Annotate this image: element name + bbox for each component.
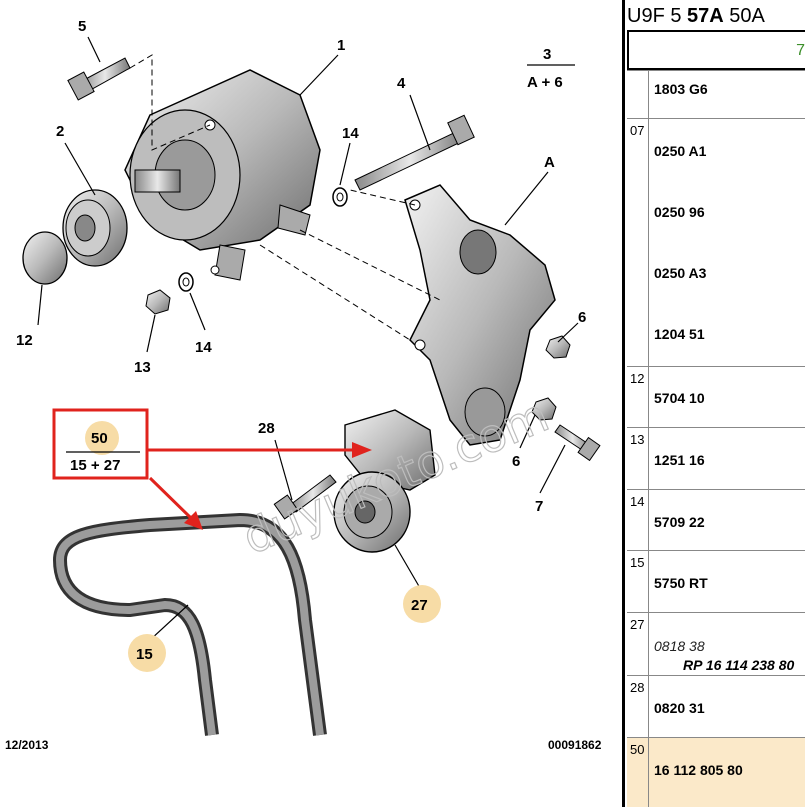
row-number	[627, 71, 649, 118]
parts-list-panel: U9F 5 57A 50A 7 1803 G6 07 0250 A1 0250 …	[622, 0, 805, 807]
alternator[interactable]	[124, 69, 321, 281]
poly-v-belt[interactable]	[53, 513, 327, 736]
table-row[interactable]: 07 0250 A1 0250 96 0250 A3 1204 51	[627, 118, 805, 366]
part-code[interactable]: 5709 22	[654, 514, 705, 530]
washer-14-upper[interactable]	[332, 187, 348, 207]
table-row[interactable]: 15 5750 RT	[627, 550, 805, 612]
bolt-7[interactable]	[554, 424, 601, 462]
callout-15: 15	[136, 646, 153, 663]
part-reference[interactable]: RP 16 114 238 80	[683, 657, 795, 673]
table-row[interactable]: 1803 G6	[627, 70, 805, 118]
part-code[interactable]: 0250 A3	[654, 265, 707, 281]
part-code[interactable]: 1803 G6	[654, 81, 708, 97]
part-code[interactable]: 0250 96	[654, 204, 705, 220]
bolt-4[interactable]	[354, 114, 475, 191]
table-subheader: 7	[627, 30, 805, 70]
row-number: 14	[627, 490, 649, 550]
header-prefix: U9F 5	[627, 5, 688, 27]
alternator-pulley[interactable]	[62, 189, 128, 267]
table-row-selected[interactable]: 50 16 112 805 80	[627, 737, 805, 807]
callout-7: 7	[535, 498, 543, 515]
row-number: 28	[627, 676, 649, 737]
assembly-lines	[129, 54, 441, 341]
row-number: 12	[627, 367, 649, 427]
nut-13[interactable]	[145, 289, 171, 315]
table-row[interactable]: 27 0818 38 RP 16 114 238 80	[627, 612, 805, 675]
mounting-bracket[interactable]	[404, 184, 556, 446]
exploded-parts-diagram: 1 2 3 A + 6 4 5 A 6 6 7 12 13 14 14 28 1…	[5, 18, 602, 752]
highlight-bubble-15	[128, 634, 166, 672]
callout-14-upper: 14	[342, 125, 359, 142]
callout-6-upper: 6	[578, 309, 586, 326]
part-code[interactable]: 1204 51	[654, 326, 705, 342]
kit-arrows	[147, 442, 372, 530]
row-number: 27	[627, 613, 649, 675]
row-number: 15	[627, 551, 649, 612]
pulley-cap[interactable]	[22, 231, 68, 285]
callout-6-lower: 6	[512, 453, 520, 470]
bolt-5[interactable]	[67, 57, 131, 101]
header-suffix: 50A	[723, 5, 765, 27]
callout-4: 4	[397, 75, 406, 92]
highlight-bubble-27	[403, 585, 441, 623]
panel-divider	[622, 0, 625, 807]
table-row[interactable]: 14 5709 22	[627, 489, 805, 550]
callout-12: 12	[16, 332, 33, 349]
table-row[interactable]: 13 1251 16	[627, 427, 805, 489]
callout-1: 1	[337, 37, 345, 54]
part-code[interactable]: 5704 10	[654, 390, 705, 406]
callout-3: 3	[543, 46, 551, 63]
part-code[interactable]: 0820 31	[654, 700, 705, 716]
callout-50-detail: 15 + 27	[70, 457, 120, 474]
diagram-reference-number: 00091862	[548, 738, 602, 752]
part-code[interactable]: 0818 38	[654, 638, 705, 654]
part-code[interactable]: 16 112 805 80	[654, 762, 743, 778]
callout-A: A	[544, 154, 555, 171]
table-row[interactable]: 12 5704 10	[627, 366, 805, 427]
callout-28: 28	[258, 420, 275, 437]
nut-6-upper[interactable]	[545, 335, 571, 359]
row-number: 50	[627, 738, 649, 807]
callout-50: 50	[91, 430, 108, 447]
washer-14-lower[interactable]	[178, 272, 194, 292]
callout-27: 27	[411, 597, 428, 614]
header-bold: 57A	[687, 5, 724, 27]
part-code[interactable]: 0250 A1	[654, 143, 707, 159]
callout-5: 5	[78, 18, 86, 35]
row-number: 13	[627, 428, 649, 489]
nut-6-lower[interactable]	[531, 397, 557, 421]
callout-13: 13	[134, 359, 151, 376]
callout-2: 2	[56, 123, 64, 140]
subheader-text: 7	[796, 42, 805, 59]
part-code[interactable]: 5750 RT	[654, 575, 708, 591]
kit-50-box[interactable]: 50 15 + 27	[52, 408, 149, 480]
callout-3-detail: A + 6	[527, 74, 563, 91]
row-number: 07	[627, 119, 649, 366]
belt-tensioner[interactable]	[333, 409, 436, 553]
bolt-28[interactable]	[273, 474, 337, 520]
part-code[interactable]: 1251 16	[654, 452, 705, 468]
diagram-date: 12/2013	[5, 738, 49, 752]
callout-14-lower: 14	[195, 339, 212, 356]
vehicle-code-header: U9F 5 57A 50A	[627, 0, 805, 30]
table-row[interactable]: 28 0820 31	[627, 675, 805, 737]
